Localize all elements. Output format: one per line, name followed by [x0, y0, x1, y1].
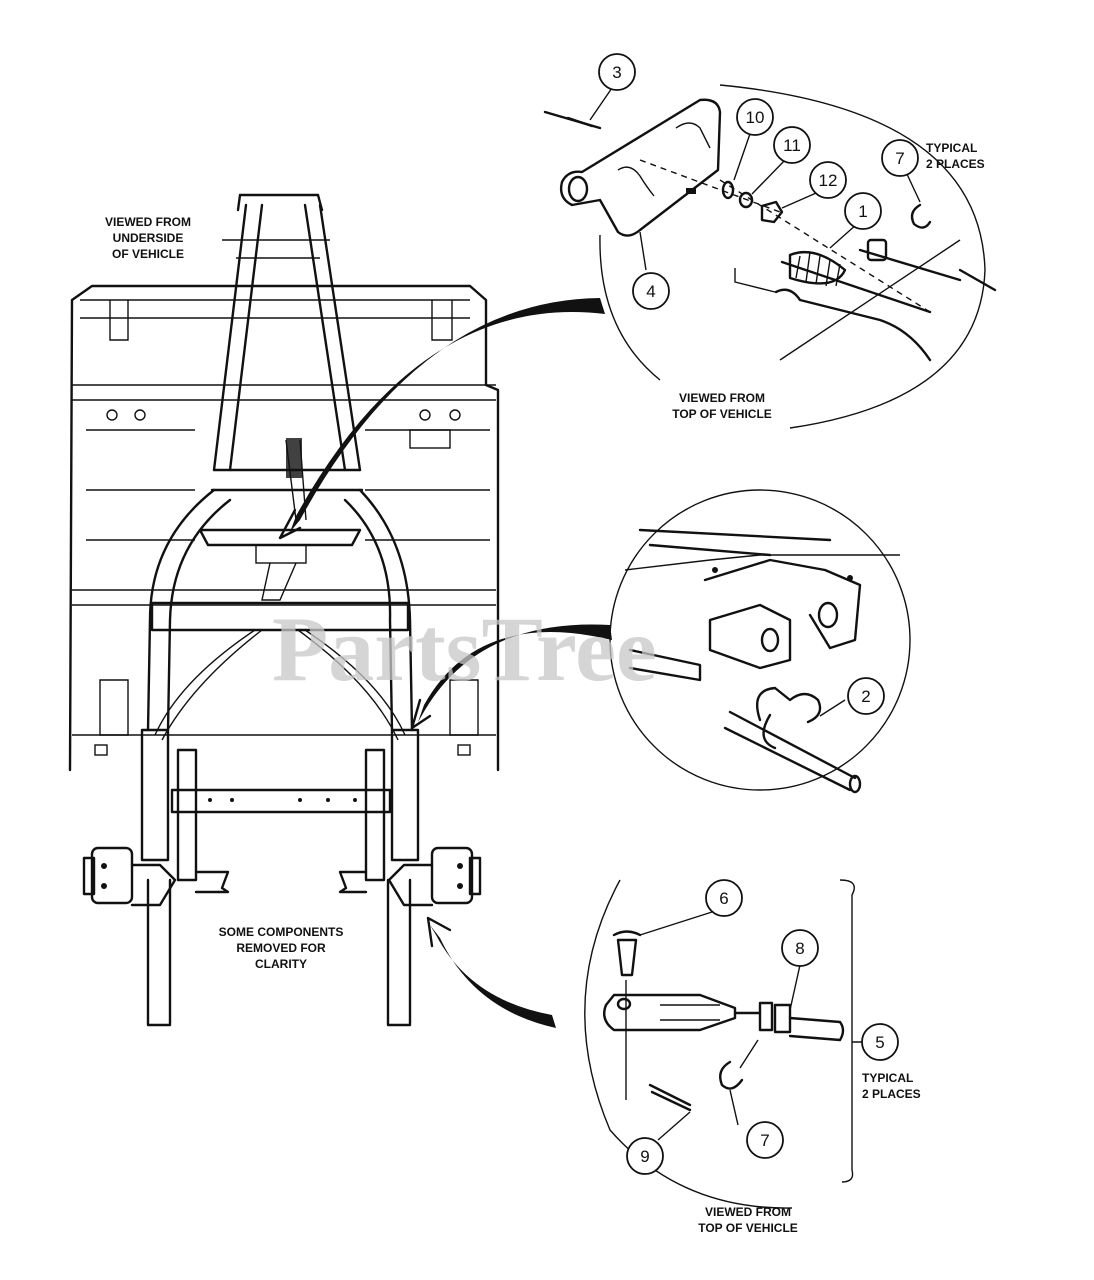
callout-5-number: 5	[875, 1033, 884, 1052]
note-removed-line-2: REMOVED FOR	[236, 941, 326, 955]
callout-9: 9	[626, 1137, 664, 1175]
note-typical-upper-line-1: TYPICAL	[926, 141, 977, 155]
callout-1-number: 1	[858, 202, 867, 221]
note-top-view-lower: VIEWED FROM TOP OF VEHICLE	[698, 1205, 798, 1235]
note-typical-lower-line-1: TYPICAL	[862, 1071, 913, 1085]
callout-10: 10	[736, 98, 774, 136]
note-top-view-upper: VIEWED FROM TOP OF VEHICLE	[672, 391, 772, 421]
callout-6: 6	[705, 879, 743, 917]
callout-2-number: 2	[861, 687, 870, 706]
inset-bottom	[584, 879, 862, 1209]
callout-4-number: 4	[646, 282, 655, 301]
callout-3: 3	[598, 53, 636, 91]
callout-8-number: 8	[795, 939, 804, 958]
note-underside: VIEWED FROM UNDERSIDE OF VEHICLE	[105, 215, 191, 261]
note-removed-line-1: SOME COMPONENTS	[219, 925, 344, 939]
note-typical-lower-line-2: 2 PLACES	[862, 1087, 921, 1101]
note-removed: SOME COMPONENTS REMOVED FOR CLARITY	[219, 925, 344, 971]
note-typical-lower: TYPICAL 2 PLACES	[862, 1071, 921, 1101]
inset-clip	[609, 489, 911, 794]
callout-6-number: 6	[719, 889, 728, 908]
callout-5: 5	[861, 1023, 899, 1061]
note-underside-line-1: VIEWED FROM	[105, 215, 191, 229]
callout-12-number: 12	[819, 171, 838, 190]
note-underside-line-2: UNDERSIDE	[113, 231, 184, 245]
callout-9-number: 9	[640, 1147, 649, 1166]
note-typical-upper: TYPICAL 2 PLACES	[926, 141, 985, 171]
callout-12: 12	[809, 161, 847, 199]
chassis-view	[68, 193, 500, 1027]
note-underside-line-3: OF VEHICLE	[112, 247, 184, 261]
left-hub	[82, 846, 177, 907]
right-hub	[387, 846, 482, 907]
callout-4: 4	[632, 272, 670, 310]
callout-7-upper: 7	[881, 139, 919, 177]
inset-top	[543, 84, 997, 429]
note-top-upper-line-2: TOP OF VEHICLE	[672, 407, 772, 421]
note-top-upper-line-1: VIEWED FROM	[679, 391, 765, 405]
note-top-lower-line-2: TOP OF VEHICLE	[698, 1221, 798, 1235]
callout-8: 8	[781, 929, 819, 967]
callout-10-number: 10	[746, 108, 765, 127]
pointer-arrows	[278, 298, 612, 1028]
callout-11: 11	[773, 126, 811, 164]
callout-7-lower-number: 7	[760, 1131, 769, 1150]
watermark: PartsTree	[272, 598, 657, 700]
callout-2: 2	[847, 677, 885, 715]
callout-3-number: 3	[612, 63, 621, 82]
callout-7-upper-number: 7	[895, 149, 904, 168]
note-removed-line-3: CLARITY	[255, 957, 307, 971]
callout-7-lower: 7	[746, 1121, 784, 1159]
callout-1: 1	[844, 192, 882, 230]
note-typical-upper-line-2: 2 PLACES	[926, 157, 985, 171]
note-top-lower-line-1: VIEWED FROM	[705, 1205, 791, 1219]
callout-11-number: 11	[783, 136, 801, 155]
